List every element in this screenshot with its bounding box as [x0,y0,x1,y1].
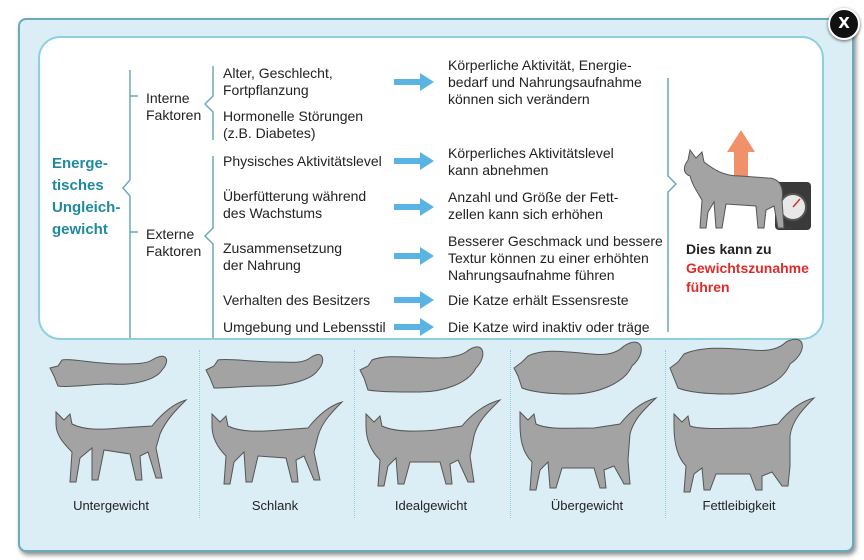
body-condition-label: Fettleibigkeit [702,498,776,513]
factor-line: Alter, Geschlecht, [223,65,333,81]
effect-line: Körperliche Aktivität, Energie- [448,57,632,73]
body-condition-label: Übergewicht [550,498,624,513]
column-divider [354,350,355,518]
factor-item: Umgebung und Lebensstil [223,319,386,336]
effect-item: Die Katze erhält Essensreste [448,292,629,309]
cat-top-view-icon [513,341,642,395]
cat-top-view-icon [669,338,803,395]
effect-line: Anzahl und Größe der Fett- [448,189,619,205]
main-brace [122,70,131,338]
group-label-line: Faktoren [146,107,202,123]
cat-side-view-icon [365,399,502,487]
factor-line: Fortpflanzung [223,82,309,98]
group-intern: Interne Faktoren [146,90,201,124]
result-highlight: führen [686,279,730,295]
cat-top-view-icon [205,354,324,389]
factor-item: Alter, Geschlecht, Fortpflanzung [223,65,333,99]
causes-panel [38,36,824,340]
effect-line: Besserer Geschmack und bessere [448,233,663,249]
main-cause-label: Energe- tisches Ungleich- gewicht [52,153,120,241]
result-text: Dies kann zu Gewichtszunahme führen [686,240,809,297]
factor-item: Physisches Aktivitätslevel [223,153,382,170]
effect-line: zellen kann sich erhöhen [448,206,603,222]
result-brace [667,78,678,332]
group-label-line: Externe [146,226,195,242]
scale-icon [775,182,811,230]
result-line: Dies kann zu [686,241,772,257]
main-cause-line: Ungleich- [52,199,121,216]
main-cause-line: tisches [52,177,104,194]
factor-line: Physisches Aktivitätslevel [223,153,382,169]
factor-line: Verhalten des Besitzers [223,292,371,308]
close-button[interactable]: X [828,8,860,40]
effect-line: kann abnehmen [448,162,549,178]
group-label-line: Faktoren [146,243,202,259]
effect-line: Nahrungsaufnahme führen [448,267,615,283]
factor-line: des Wachstums [223,205,323,221]
intern-brace [203,66,214,140]
main-cause-line: Energe- [52,155,108,172]
cat-icon [683,148,785,229]
effect-item: Die Katze wird inaktiv oder träge [448,319,650,336]
effect-line: Textur können zu einer erhöhten [448,250,649,266]
result-highlight: Gewichtszunahme [686,260,809,276]
effect-item: Anzahl und Größe der Fett- zellen kann s… [448,189,618,223]
factor-line: Umgebung und Lebensstil [223,319,386,335]
effect-item: Körperliches Aktivitätslevel kann abnehm… [448,145,614,179]
group-extern: Externe Faktoren [146,226,201,260]
cat-side-view-icon [211,400,344,485]
body-condition-label: Schlank [251,498,299,513]
factor-item: Zusammensetzung der Nahrung [223,240,342,274]
factor-item: Überfütterung während des Wachstums [223,188,366,222]
column-divider [510,350,511,518]
effect-line: Die Katze erhält Essensreste [448,292,629,308]
cat-top-view-icon [49,355,168,388]
factor-line: Zusammensetzung [223,240,343,256]
factor-line: der Nahrung [223,257,301,273]
weight-up-arrow-icon [727,130,755,180]
group-label-line: Interne [146,90,190,106]
effect-line: Körperliches Aktivitätslevel [448,145,614,161]
factor-item: Hormonelle Störungen (z.B. Diabetes) [223,108,363,142]
cat-side-view-icon [519,397,658,491]
main-cause-line: gewicht [52,221,108,238]
cat-top-view-icon [359,346,484,393]
factor-line: (z.B. Diabetes) [223,125,316,141]
body-condition-label: Untergewicht [73,498,149,513]
factor-item: Verhalten des Besitzers [223,292,370,309]
cat-side-view-icon [55,398,188,483]
body-condition-label: Idealgewicht [394,498,468,513]
effect-line: können sich verändern [448,91,590,107]
effect-line: Die Katze wird inaktiv oder träge [448,319,650,335]
cat-side-view-icon [673,397,816,493]
extern-brace [203,156,214,338]
column-divider [665,350,666,518]
factor-line: Hormonelle Störungen [223,108,364,124]
effect-item: Besserer Geschmack und bessere Textur kö… [448,233,663,284]
column-divider [199,350,200,518]
effect-line: bedarf und Nahrungsaufnahme [448,74,642,90]
factor-line: Überfütterung während [223,188,367,204]
effect-item: Körperliche Aktivität, Energie- bedarf u… [448,57,642,108]
